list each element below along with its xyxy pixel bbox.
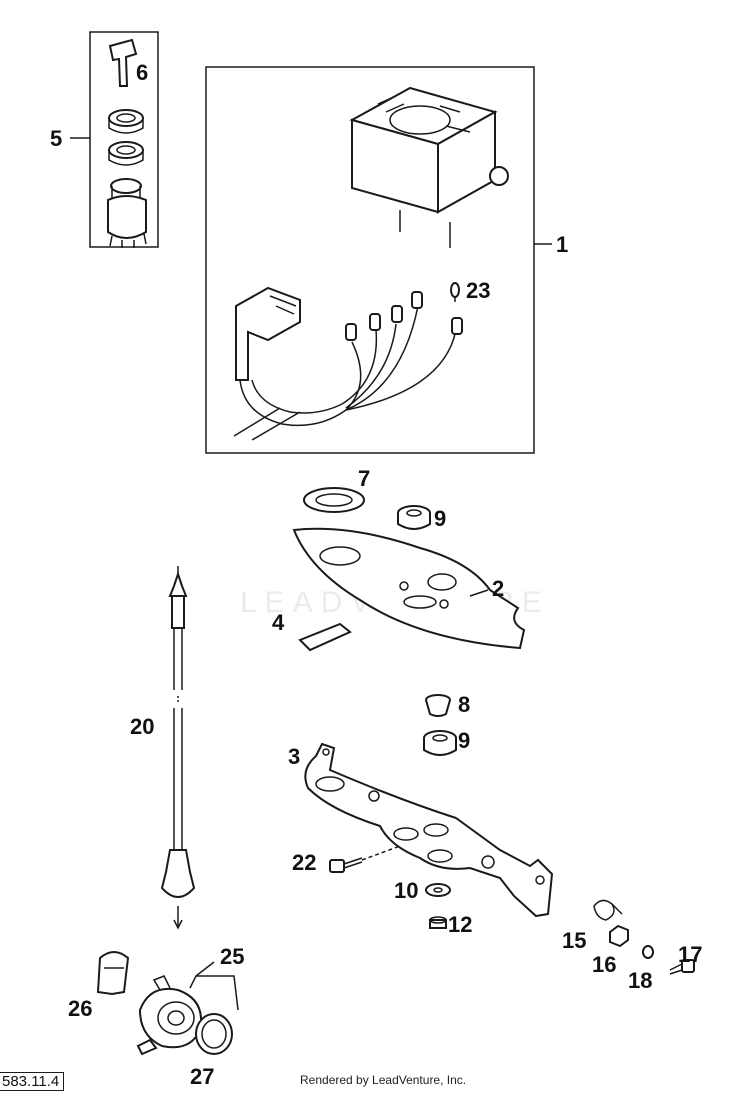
ignition-key — [108, 38, 138, 87]
diagram-reference-code: 583.11.4 — [0, 1072, 65, 1091]
callout-7: 7 — [358, 466, 370, 491]
cable-clip — [593, 899, 623, 921]
callout-20: 20 — [130, 714, 154, 739]
callout-22: 22 — [292, 850, 316, 875]
speedometer-cable — [160, 566, 196, 930]
callout-3: 3 — [288, 744, 300, 769]
wiring-harness — [233, 286, 463, 441]
leader-25 — [189, 975, 239, 1011]
rubber-grommet-upper — [397, 505, 431, 530]
rubber-bushing — [425, 694, 451, 717]
instrument-bracket — [304, 742, 554, 918]
callout-16: 16 — [592, 952, 616, 977]
drive-clamp — [96, 951, 130, 996]
washer — [425, 883, 451, 897]
callout-5: 5 — [50, 126, 62, 151]
callout-23: 23 — [466, 278, 490, 303]
callout-26: 26 — [68, 996, 92, 1021]
callout-15: 15 — [562, 928, 586, 953]
instrument-group-frame — [205, 66, 535, 454]
callout-10: 10 — [394, 878, 418, 903]
callout-6: 6 — [136, 60, 148, 85]
callout-2: 2 — [492, 576, 504, 601]
speedometer-drive — [136, 975, 202, 1056]
retaining-ring — [195, 1013, 233, 1055]
speedometer-unit — [349, 86, 509, 248]
leader-25b — [195, 961, 215, 977]
render-credit: Rendered by LeadVenture, Inc. — [300, 1073, 467, 1087]
indicator-bulb — [450, 282, 460, 302]
callout-9-upper: 9 — [434, 506, 446, 531]
hex-screw — [669, 959, 695, 975]
leader-2 — [469, 589, 489, 597]
lock-cover-ring — [108, 109, 144, 134]
seal-ring — [303, 487, 365, 513]
cover-plate — [292, 527, 526, 650]
callout-8: 8 — [458, 692, 470, 717]
callout-9-lower: 9 — [458, 728, 470, 753]
ignition-group-frame — [89, 31, 159, 248]
callout-1: 1 — [556, 232, 568, 257]
rubber-grommet-lower — [423, 730, 457, 756]
callout-27: 27 — [190, 1064, 214, 1089]
lock-seal-ring — [108, 141, 144, 166]
callout-4: 4 — [272, 610, 285, 635]
hex-nut — [609, 924, 629, 948]
small-washer — [642, 945, 654, 959]
mounting-bolt — [329, 845, 401, 873]
callout-25: 25 — [220, 944, 244, 969]
callout-18: 18 — [628, 968, 652, 993]
foam-strip — [298, 622, 352, 652]
ignition-switch — [107, 178, 147, 248]
callout-17: 17 — [678, 942, 702, 967]
callout-12: 12 — [448, 912, 472, 937]
nut — [429, 916, 447, 929]
